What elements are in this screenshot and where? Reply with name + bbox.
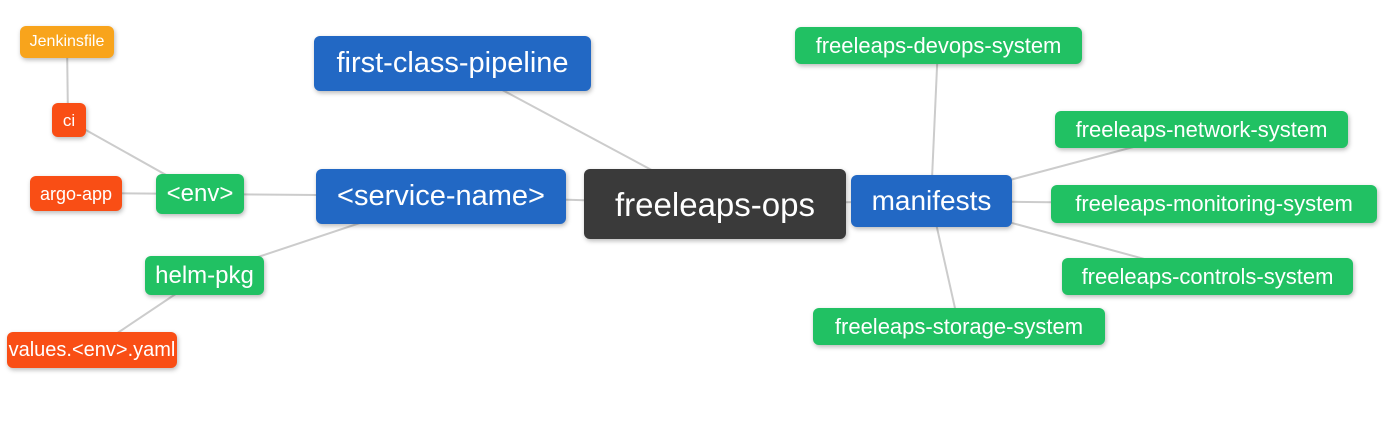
node-freeleaps-controls-system[interactable]: freeleaps-controls-system [1062, 258, 1353, 295]
node-first-class-pipeline[interactable]: first-class-pipeline [314, 36, 591, 91]
node-manifests[interactable]: manifests [851, 175, 1012, 227]
node-ci[interactable]: ci [52, 103, 86, 137]
node-values-env-yaml[interactable]: values.<env>.yaml [7, 332, 177, 368]
node-freeleaps-monitoring-system[interactable]: freeleaps-monitoring-system [1051, 185, 1377, 223]
node-freeleaps-network-system[interactable]: freeleaps-network-system [1055, 111, 1348, 148]
node-jenkinsfile[interactable]: Jenkinsfile [20, 26, 114, 58]
node-argo-app[interactable]: argo-app [30, 176, 122, 211]
node-root-freeleaps-ops[interactable]: freeleaps-ops [584, 169, 846, 239]
node-freeleaps-storage-system[interactable]: freeleaps-storage-system [813, 308, 1105, 345]
node-env[interactable]: <env> [156, 174, 244, 214]
node-helm-pkg[interactable]: helm-pkg [145, 256, 264, 295]
node-freeleaps-devops-system[interactable]: freeleaps-devops-system [795, 27, 1082, 64]
node-service-name[interactable]: <service-name> [316, 169, 566, 224]
